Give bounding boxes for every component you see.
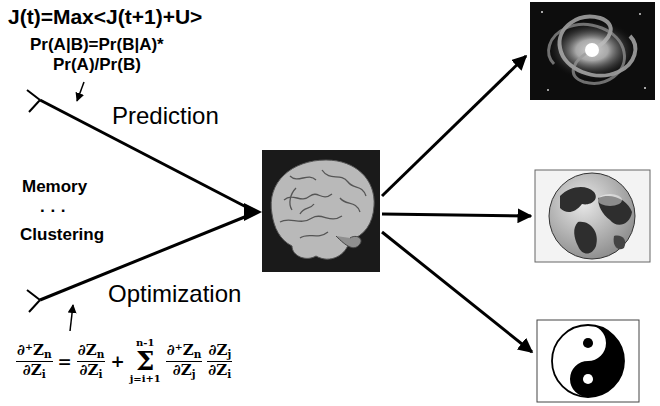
- formula-subscript: j: [192, 368, 196, 380]
- formula-subscript: n: [97, 348, 105, 360]
- formula-symbol: ∂Z: [208, 341, 227, 359]
- formula-symbol: ∂Z: [23, 361, 42, 379]
- formula-term: ∂Zj: [207, 342, 232, 360]
- formula-subscript: i: [42, 368, 46, 380]
- formula-operator: +: [110, 351, 124, 371]
- equation-text: Pr(A)/Pr(B): [53, 55, 141, 75]
- summation-sign: Σ: [136, 348, 154, 374]
- summation-limit: j=i+1: [130, 374, 161, 384]
- equation-text: J(t)=Max<J(t+1)+U>: [8, 4, 202, 29]
- formula-symbol: ∂Z: [78, 341, 97, 359]
- formula-symbol: ∂⁺Z: [167, 341, 194, 359]
- equation-text: Pr(A|B)=Pr(B|A)*: [30, 35, 164, 55]
- summation: n-1Σj=i+1: [130, 338, 161, 384]
- gradient-formula: ∂⁺Zn∂Zi=∂Zn∂Zi+n-1Σj=i+1∂⁺Zn∂Zj∂Zj∂Zi: [16, 338, 232, 384]
- formula-term: ∂⁺Zn: [166, 342, 203, 360]
- formula-term: ∂⁺Zn: [16, 342, 53, 360]
- formula-symbol: ∂Z: [208, 361, 227, 379]
- formula-subscript: i: [99, 368, 103, 380]
- formula-subscript: n: [44, 348, 52, 360]
- formula-term: ∂Zi: [79, 362, 104, 380]
- formula-term: ∂Zi: [22, 362, 47, 380]
- formula-fraction: ∂⁺Zn∂Zj: [166, 342, 203, 379]
- summation-limit: n-1: [136, 338, 154, 348]
- formula-symbol: ∂Z: [173, 361, 192, 379]
- formula-term: ∂Zn: [77, 342, 106, 360]
- galaxy-picture: [530, 2, 655, 100]
- side-label: Clustering: [20, 225, 104, 245]
- side-label: Memory: [22, 177, 87, 197]
- yin-yang-picture: [537, 320, 639, 402]
- formula-operator: =: [58, 351, 72, 371]
- formula-term: ∂Zi: [207, 362, 232, 380]
- brain-picture: [262, 150, 380, 272]
- arrow-label: Optimization: [106, 280, 243, 309]
- formula-subscript: j: [227, 348, 231, 360]
- globe-picture: [535, 170, 650, 262]
- formula-fraction: ∂⁺Zn∂Zi: [16, 342, 53, 379]
- output-arrows: [382, 56, 532, 352]
- formula-symbol: ∂⁺Z: [17, 341, 44, 359]
- ellipsis-label: · · ·: [40, 201, 66, 221]
- formula-subscript: i: [227, 368, 231, 380]
- formula-fraction: ∂Zj∂Zi: [207, 342, 232, 379]
- formula-subscript: n: [194, 348, 202, 360]
- arrow-label: Prediction: [110, 102, 221, 131]
- formula-fraction: ∂Zn∂Zi: [77, 342, 106, 379]
- formula-term: ∂Zj: [172, 362, 197, 380]
- input-arrows: [27, 82, 262, 331]
- formula-symbol: ∂Z: [80, 361, 99, 379]
